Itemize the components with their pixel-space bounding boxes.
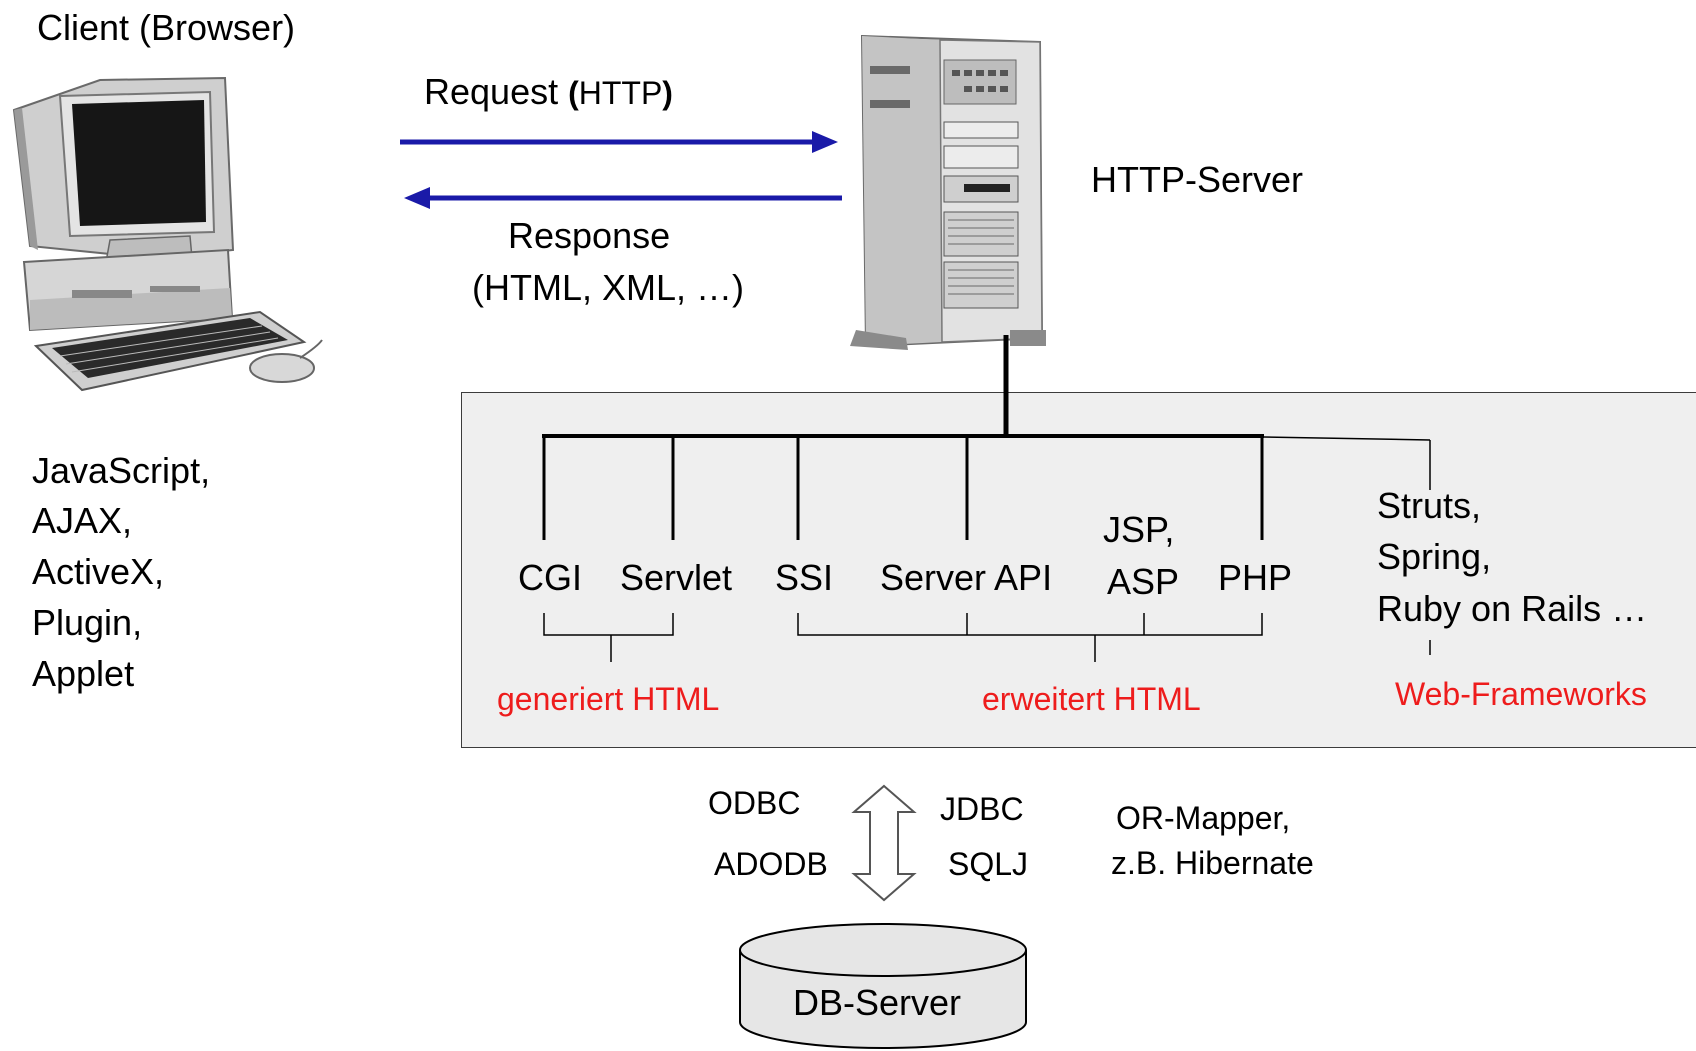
db-access-odbc: ODBC [708,785,801,821]
group-label-frameworks: Web-Frameworks [1395,676,1647,712]
tech-ssi: SSI [775,557,834,598]
request-word: Request [424,71,569,112]
tech-asp: ASP [1107,561,1180,602]
client-computer-icon [12,76,323,392]
response-label: Response [508,215,671,256]
tech-jsp: JSP, [1103,509,1175,550]
server-side-panel [461,392,1696,748]
orm-label: OR-Mapper, [1116,800,1291,836]
db-access-sqlj: SQLJ [948,846,1029,882]
db-access-adodb: ADODB [714,846,828,882]
request-arrow [400,131,838,153]
client-tech-item: Plugin, [32,602,143,643]
response-arrow [404,187,842,209]
client-tech-item: Applet [32,653,135,694]
database-cylinder-icon [739,923,1027,1049]
client-tech-item: ActiveX, [32,551,165,592]
tech-servlet: Servlet [620,557,733,598]
orm-example: z.B. Hibernate [1111,845,1314,881]
tech-php: PHP [1218,557,1293,598]
client-tech-item: JavaScript, [32,450,211,491]
framework-item: Ruby on Rails … [1377,588,1648,629]
request-label: Request (HTTP) [424,74,673,110]
request-protocol: HTTP [578,75,663,111]
db-access-jdbc: JDBC [940,791,1024,827]
framework-item: Struts, [1377,485,1482,526]
db-server-label: DB-Server [793,982,962,1023]
client-tech-item: AJAX, [32,500,133,541]
tech-cgi: CGI [518,557,583,598]
tech-server-api: Server API [880,557,1053,598]
framework-item: Spring, [1377,536,1492,577]
client-title: Client (Browser) [37,7,296,48]
db-access-arrow [851,784,917,902]
connector-tree [542,335,1431,662]
server-tower-icon [850,34,1046,350]
group-label-generated: generiert HTML [497,681,720,717]
response-formats: (HTML, XML, …) [472,267,745,308]
group-label-extended: erweitert HTML [982,681,1201,717]
http-server-label: HTTP-Server [1091,159,1304,200]
request-paren-close: ) [662,75,673,111]
request-paren-open: ( [568,75,579,111]
